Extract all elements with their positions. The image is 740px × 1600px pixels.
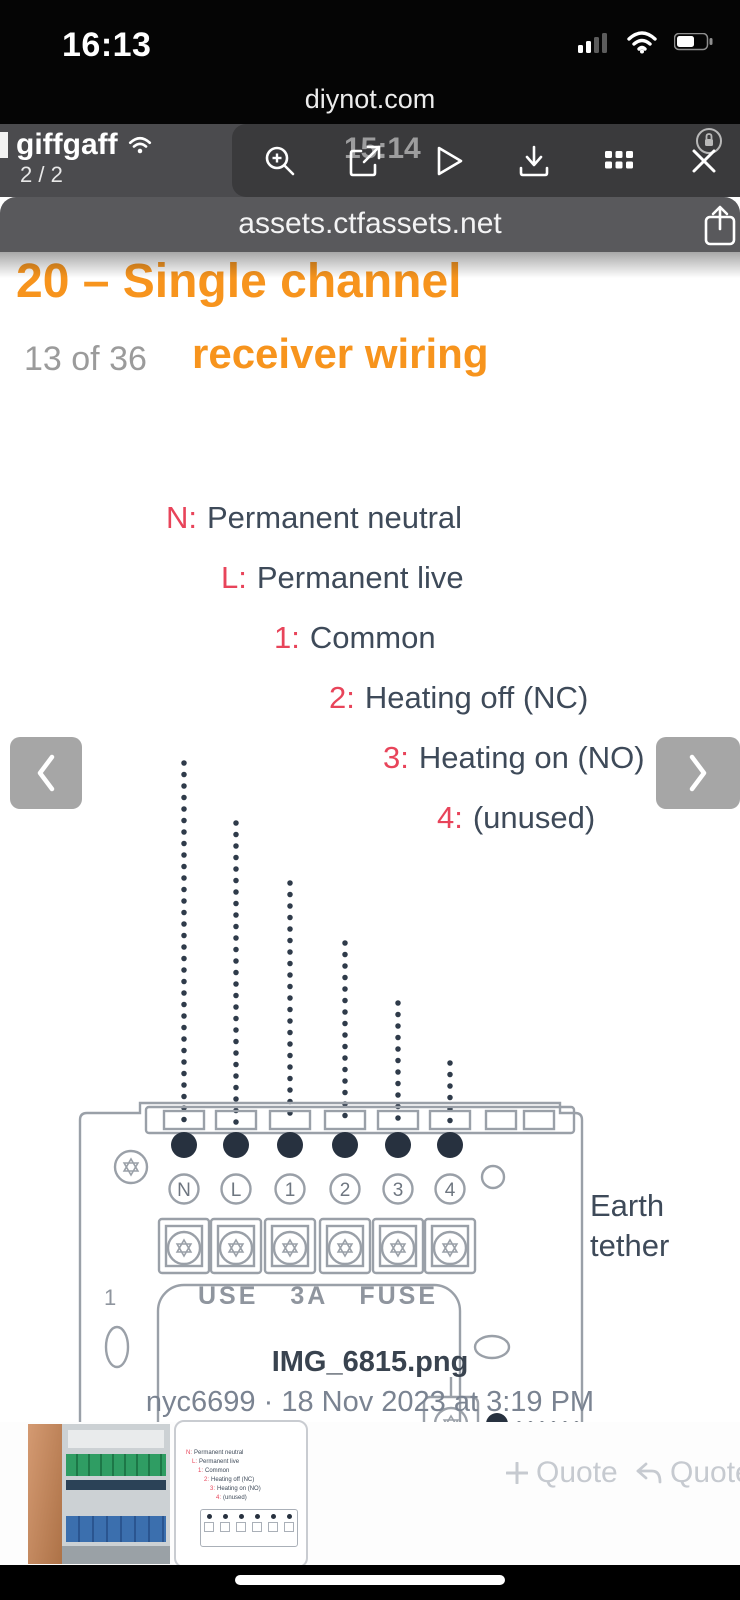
url-bar[interactable]: assets.ctfassets.net [0,197,740,252]
diagram-heading-top: 20 – Single channel [16,255,462,308]
wifi-icon [627,31,657,54]
wire-label-heating-off: 2: Heating off (NC) [329,680,588,716]
mini-label-line: 2:Heating off (NC) [204,1477,255,1483]
grid-icon [604,151,633,169]
next-image-button[interactable] [656,737,740,809]
carrier-wifi-icon [128,136,151,154]
svg-text:4: 4 [445,1180,456,1201]
terminal-2: 2 [318,1109,372,1275]
plate-marking: 1 [104,1285,116,1310]
mini-backplate [200,1509,298,1547]
viewer-toolbar-row: giffgaff 2 / 2 15:14 [0,124,740,197]
play-button[interactable] [424,135,476,187]
wire-label-text: Permanent neutral [207,500,463,535]
open-external-button[interactable] [339,135,391,187]
wire-label-key: 3: [383,740,409,775]
svg-text:2: 2 [340,1180,351,1201]
open-external-icon [349,145,381,176]
earth-label-line1: Earth [590,1188,665,1223]
share-icon [704,205,736,246]
carrier-name: giffgaff [16,128,118,161]
mini-label-line: 3:Heating on (NO) [210,1486,261,1492]
diagram-heading-bottom: receiver wiring [192,330,489,377]
terminal-4: 4 [423,1109,477,1275]
torx-screw-icon [113,1149,149,1185]
image-viewer-toolbar [232,124,740,197]
underlay-page-indicator: 2 / 2 [20,162,63,187]
plate-hole [480,1164,506,1190]
attachment-filename: IMG_6815.png [271,1346,469,1378]
plus-icon [506,1462,528,1484]
mini-label-line: L:Permanent live [192,1459,240,1465]
download-button[interactable] [508,135,560,187]
zoom-in-icon [266,146,295,175]
dotted-leads [181,760,453,1126]
status-bar: 16:13 diynot.com [0,0,740,124]
wire-label-text: Common [309,620,436,655]
attachment-byline: nyc6699 · 18 Nov 2023 at 3:19 PM [145,1386,595,1418]
wire-label-neutral: N: Permanent neutral [166,500,462,536]
wire-label-common: 1: Common [274,620,436,656]
wire-label-heating-on: 3: Heating on (NO) [383,740,645,776]
chevron-right-icon [689,754,707,792]
svg-text:L: L [231,1180,242,1201]
site-domain: diynot.com [304,84,436,114]
battery-icon [674,33,713,51]
underlay-text-fragment [0,132,8,158]
earth-tether-label: Earth tether [590,1186,669,1266]
reply-quote-button[interactable]: Quote [630,1455,740,1491]
wire-label-text: Permanent live [256,560,464,595]
wire-label-key: N: [166,500,197,535]
cellular-signal-icon [578,33,607,53]
mini-label-line: N:Permanent neutral [186,1450,244,1456]
play-icon [437,146,462,175]
mini-label-line: 4:(unused) [216,1495,247,1501]
image-viewer-content: 20 – Single channel 13 of 36 receiver wi… [0,252,740,1579]
reply-arrow-icon [636,1462,662,1484]
attachment-thumbnail-diagram[interactable]: N:Permanent neutral L:Permanent live 1:C… [174,1420,308,1568]
terminal-1: 1 [263,1109,317,1275]
rotation-lock-icon [694,126,724,161]
reply-quote-label: Quote [670,1456,740,1489]
svg-text:N: N [177,1180,191,1201]
image-counter: 13 of 36 [24,340,147,378]
terminal-n: N [157,1109,211,1275]
home-bar [0,1565,740,1600]
wire-label-key: 4: [437,800,463,835]
wire-label-key: L: [221,560,247,595]
mini-label-line: 1:Common [198,1468,230,1474]
svg-text:3: 3 [393,1180,404,1201]
terminal-block: N L 1 2 [157,1109,477,1275]
wire-label-unused: 4: (unused) [437,800,595,836]
home-indicator[interactable] [235,1575,505,1585]
add-quote-label: Quote [536,1456,618,1489]
zoom-in-button[interactable] [254,135,306,187]
wire-label-key: 2: [329,680,355,715]
earth-label-line2: tether [590,1228,670,1263]
status-icons [578,30,714,54]
add-quote-button[interactable]: Quote [500,1455,624,1491]
url-text: assets.ctfassets.net [238,207,502,240]
wire-label-text: Heating off (NC) [364,680,589,715]
fuse-marking: USE 3A FUSE [198,1282,439,1310]
wire-label-text: Heating on (NO) [418,740,645,775]
wire-label-live: L: Permanent live [221,560,464,596]
attachment-strip: N:Permanent neutral L:Permanent live 1:C… [0,1420,740,1568]
underlay-screenshot-time: 15:14 [344,132,421,165]
wire-label-text: (unused) [472,800,596,835]
previous-image-button[interactable] [10,737,82,809]
download-icon [519,145,549,176]
terminal-l: L [209,1109,263,1275]
share-button[interactable] [702,205,740,250]
thumb-hand [28,1424,62,1564]
terminal-3: 3 [371,1109,425,1275]
clock: 16:13 [62,26,152,64]
grid-button[interactable] [593,135,645,187]
attachment-thumbnail-photo[interactable] [28,1424,170,1564]
wire-label-key: 1: [274,620,300,655]
chevron-left-icon [37,754,55,792]
underlay-carrier: giffgaff [16,128,152,162]
svg-text:1: 1 [285,1180,296,1201]
